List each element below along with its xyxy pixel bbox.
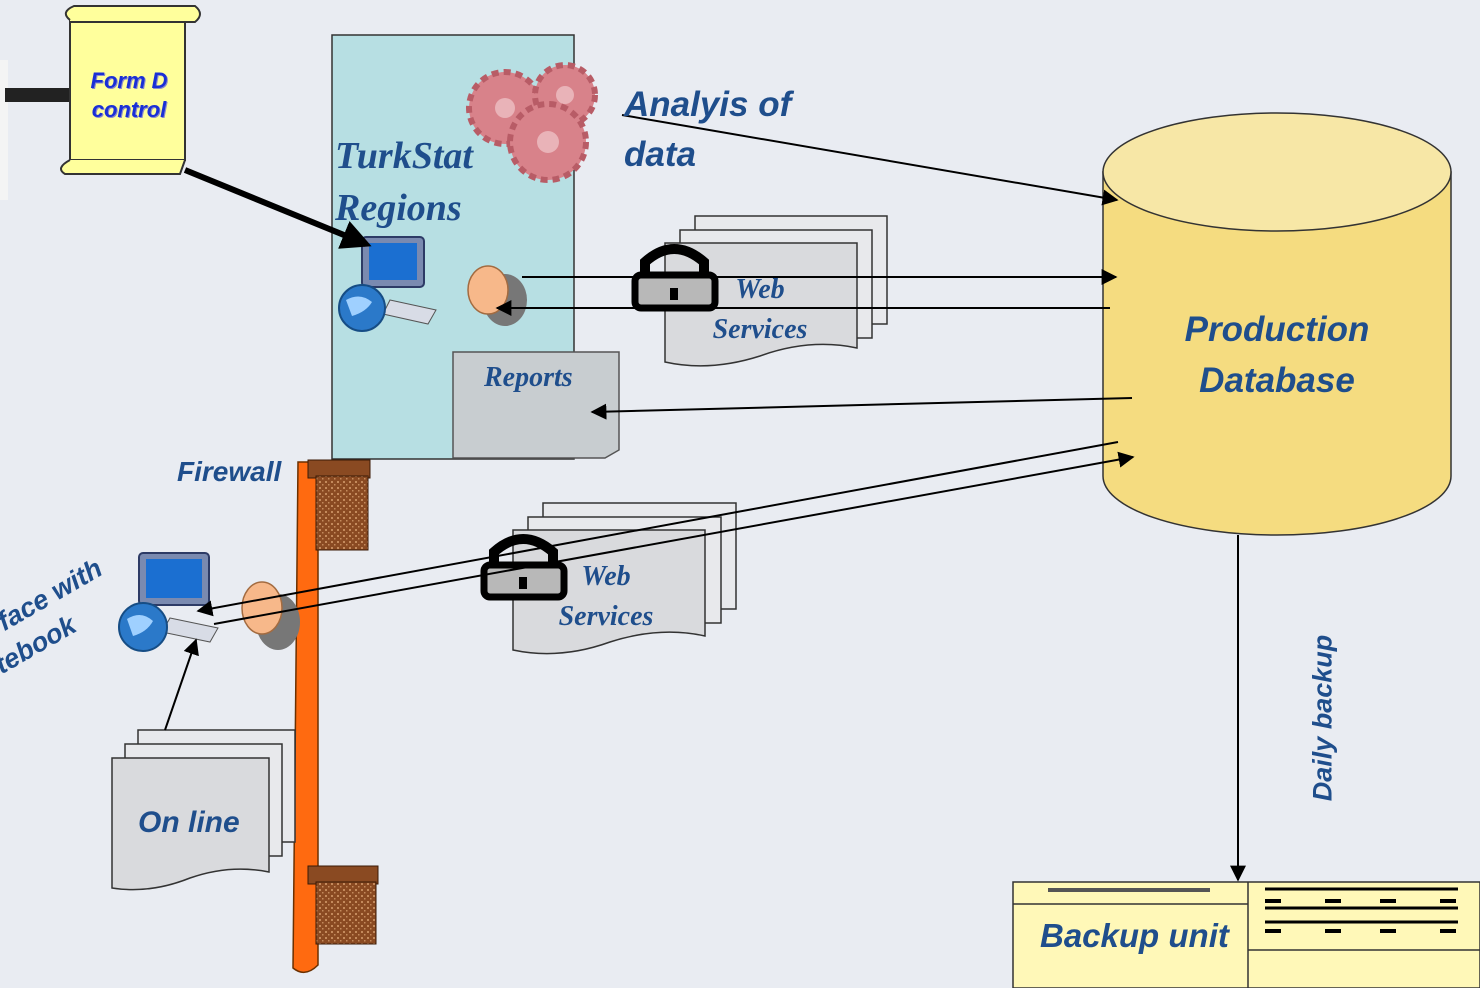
reports-document: [452, 351, 620, 459]
backup-unit-icon: [1012, 881, 1480, 988]
cloud-icon-online: [241, 581, 300, 650]
computer-icon-online: [118, 552, 219, 652]
left-edge-fragment: [0, 60, 8, 200]
online-to-db-arrow: [213, 451, 1135, 625]
form-d-label: Form D control: [90, 68, 168, 122]
padlock-icon-bottom: [480, 534, 568, 601]
scroll-connector-bar: [5, 88, 70, 102]
scroll-icon: [60, 5, 201, 175]
backup-unit-label: Backup unit: [1040, 917, 1229, 954]
online-label: On line: [138, 806, 240, 839]
analysis-to-db-arrow: [621, 114, 1119, 206]
web-services-top-label: Web Services: [712, 274, 808, 345]
firewall-icon: [292, 459, 379, 974]
web-services-bottom-label: Web Services: [558, 561, 654, 632]
db-to-reports-arrow: [590, 397, 1133, 420]
formd-to-region-arrow: [183, 167, 372, 249]
padlock-icon: [631, 244, 719, 312]
daily-backup-label: Daily backup: [1307, 634, 1338, 802]
database-icon: [1102, 112, 1452, 536]
computer-icon: [338, 236, 437, 332]
firewall-label: Firewall: [177, 456, 282, 487]
analysis-label: Analyis of data: [624, 85, 792, 174]
region-title: TurkStat Regions: [335, 135, 473, 229]
db-to-online-arrow: [196, 441, 1119, 617]
online-document-stack: [111, 729, 296, 891]
reports-label: Reports: [484, 362, 573, 393]
onlinedoc-to-computer-arrow: [164, 638, 199, 731]
production-database-label: Production Database: [1184, 310, 1370, 400]
gears-icon: [466, 62, 598, 183]
